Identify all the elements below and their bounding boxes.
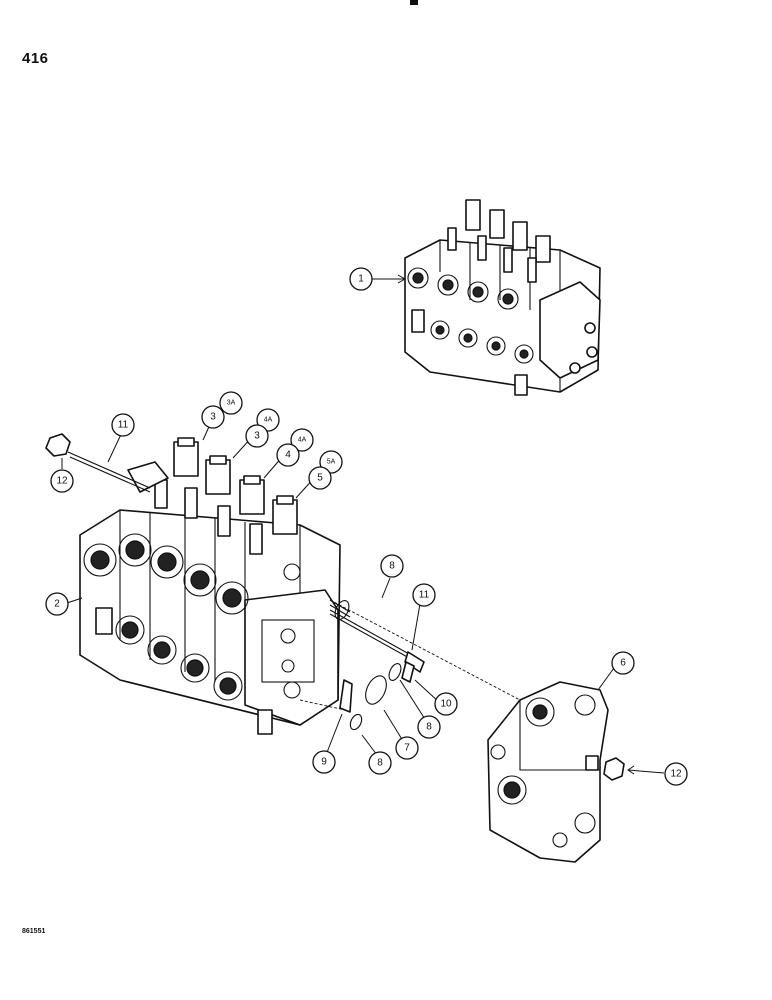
svg-text:3A: 3A — [227, 400, 236, 407]
svg-text:4A: 4A — [298, 437, 307, 444]
callout-11-left: 11 — [111, 413, 135, 437]
callout-3b: 3 — [245, 424, 269, 448]
illustration-reference-code: 861551 — [22, 928, 46, 935]
svg-text:4A: 4A — [264, 417, 273, 424]
seal-parts-illustration — [299, 599, 521, 731]
callout-1: 1 — [349, 267, 373, 291]
callout-4: 4 — [276, 443, 300, 467]
callout-6: 6 — [611, 651, 635, 675]
callout-4a-top: 4A — [256, 408, 280, 432]
svg-text:9: 9 — [321, 757, 327, 768]
svg-text:8: 8 — [377, 758, 383, 769]
svg-text:11: 11 — [419, 590, 430, 601]
svg-text:2: 2 — [54, 599, 60, 610]
page-number: 416 — [22, 50, 49, 67]
svg-text:6: 6 — [620, 658, 626, 669]
page-top-mark — [410, 0, 418, 5]
callout-11-right: 11 — [412, 583, 436, 607]
svg-text:12: 12 — [670, 769, 682, 780]
svg-text:8: 8 — [426, 722, 432, 733]
svg-text:12: 12 — [56, 476, 68, 487]
svg-text:7: 7 — [404, 743, 410, 754]
callout-4a: 4A — [290, 428, 314, 452]
callout-8-mid: 8 — [417, 715, 441, 739]
tie-rod-left-illustration — [45, 433, 151, 493]
svg-text:3: 3 — [210, 412, 216, 423]
valve-body-illustration — [79, 437, 341, 735]
callout-5: 5 — [308, 466, 332, 490]
svg-text:5A: 5A — [327, 459, 336, 466]
svg-text:5: 5 — [317, 473, 323, 484]
end-cap-illustration — [487, 681, 625, 863]
callout-5a: 5A — [319, 450, 343, 474]
callout-7: 7 — [395, 736, 419, 760]
callout-9: 9 — [312, 750, 336, 774]
callout-10: 10 — [434, 692, 458, 716]
svg-text:8: 8 — [389, 561, 395, 572]
callout-12-left: 12 — [50, 469, 74, 493]
callout-12-right: 12 — [664, 762, 688, 786]
callout-8-lower: 8 — [368, 751, 392, 775]
assembled-valve-illustration — [404, 199, 601, 396]
svg-text:10: 10 — [440, 699, 452, 710]
callout-2: 2 — [45, 592, 69, 616]
svg-text:11: 11 — [118, 420, 129, 431]
callout-8-upper: 8 — [380, 554, 404, 578]
svg-text:1: 1 — [358, 274, 364, 285]
svg-text:4: 4 — [285, 450, 291, 461]
svg-text:3: 3 — [254, 431, 260, 442]
callout-3: 3 — [201, 405, 225, 429]
callout-3a: 3A — [219, 391, 243, 415]
